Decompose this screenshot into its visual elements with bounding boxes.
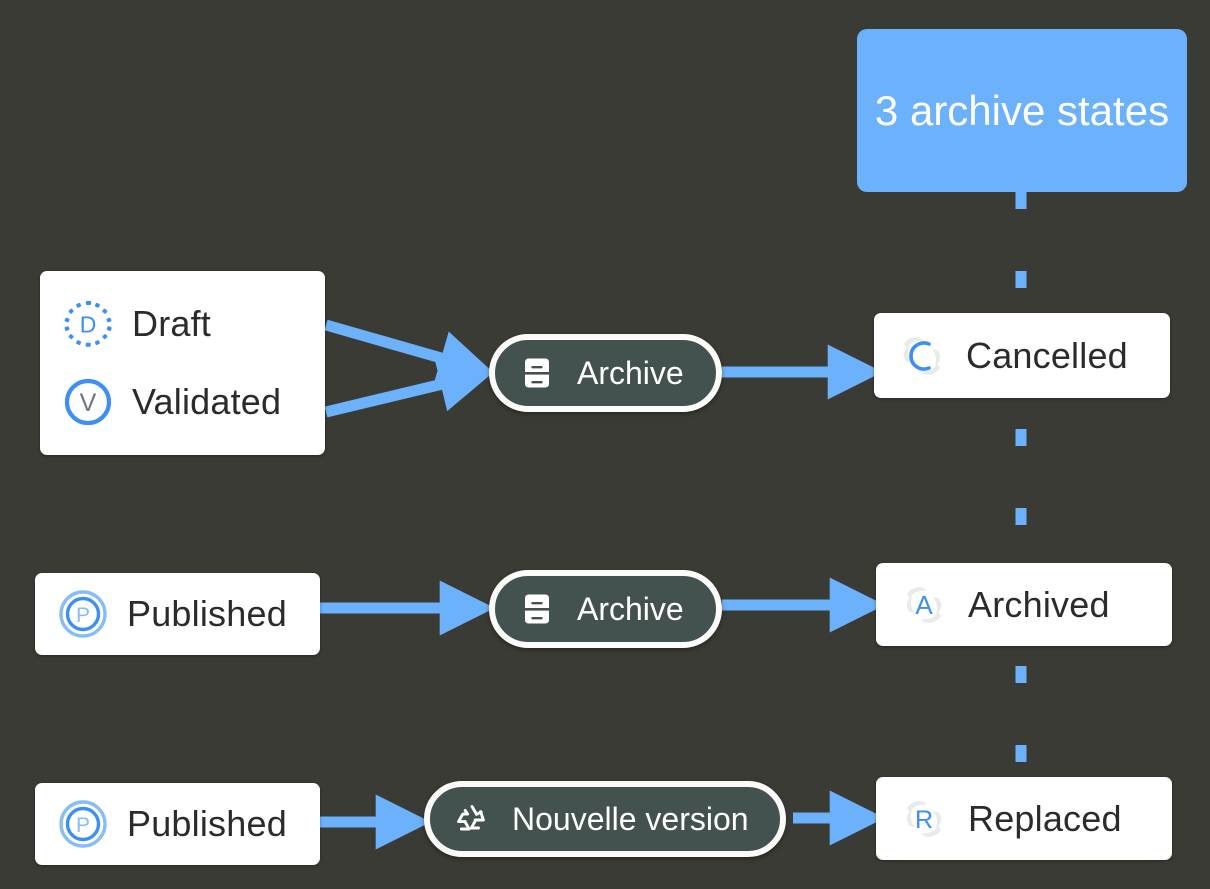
- action-label-archive-2: Archive: [577, 590, 684, 627]
- svg-text:D: D: [80, 312, 97, 338]
- state-box-archived[interactable]: A Archived: [876, 563, 1172, 646]
- svg-text:P: P: [76, 814, 90, 837]
- state-box-published-1[interactable]: P Published: [35, 573, 320, 655]
- action-button-nouvelle-version[interactable]: Nouvelle version: [424, 781, 786, 857]
- svg-text:R: R: [915, 806, 933, 834]
- file-cabinet-icon: [517, 353, 557, 393]
- svg-text:V: V: [80, 389, 97, 417]
- validated-circle-v-icon: V: [62, 376, 114, 428]
- action-label-archive-1: Archive: [577, 354, 684, 391]
- state-box-published-2[interactable]: P Published: [35, 783, 320, 865]
- state-box-cancelled[interactable]: Cancelled: [874, 313, 1170, 398]
- svg-text:P: P: [76, 604, 90, 627]
- replaced-r-icon: R: [898, 793, 950, 845]
- state-item-validated[interactable]: V Validated: [62, 376, 325, 428]
- svg-text:A: A: [915, 590, 933, 620]
- state-label-replaced: Replaced: [968, 797, 1122, 839]
- state-label-cancelled: Cancelled: [966, 334, 1128, 376]
- cancelled-c-icon: [896, 330, 948, 382]
- action-button-archive-2[interactable]: Archive: [489, 570, 722, 648]
- state-label-published-1: Published: [127, 593, 287, 634]
- arrow-validated-to-archive: [324, 357, 495, 418]
- state-label-draft: Draft: [132, 303, 212, 344]
- archived-a-icon: A: [898, 579, 950, 631]
- action-button-archive-1[interactable]: Archive: [489, 334, 722, 412]
- file-cabinet-icon: [517, 589, 557, 629]
- callout-3-archive-states[interactable]: 3 archive states: [857, 29, 1187, 192]
- state-label-archived: Archived: [968, 583, 1110, 625]
- published-double-ring-p-icon: P: [57, 588, 109, 640]
- published-double-ring-p-icon: P: [57, 798, 109, 850]
- state-label-validated: Validated: [132, 381, 282, 422]
- state-item-draft[interactable]: D Draft: [62, 298, 325, 350]
- action-label-nouvelle-version: Nouvelle version: [512, 800, 749, 837]
- draft-dotted-circle-d-icon: D: [62, 298, 114, 350]
- state-box-replaced[interactable]: R Replaced: [876, 777, 1172, 860]
- state-box-draft-validated[interactable]: D Draft V Validated: [40, 271, 325, 455]
- recycle-icon: [452, 799, 492, 839]
- callout-label: 3 archive states: [874, 86, 1170, 134]
- state-label-published-2: Published: [127, 803, 287, 844]
